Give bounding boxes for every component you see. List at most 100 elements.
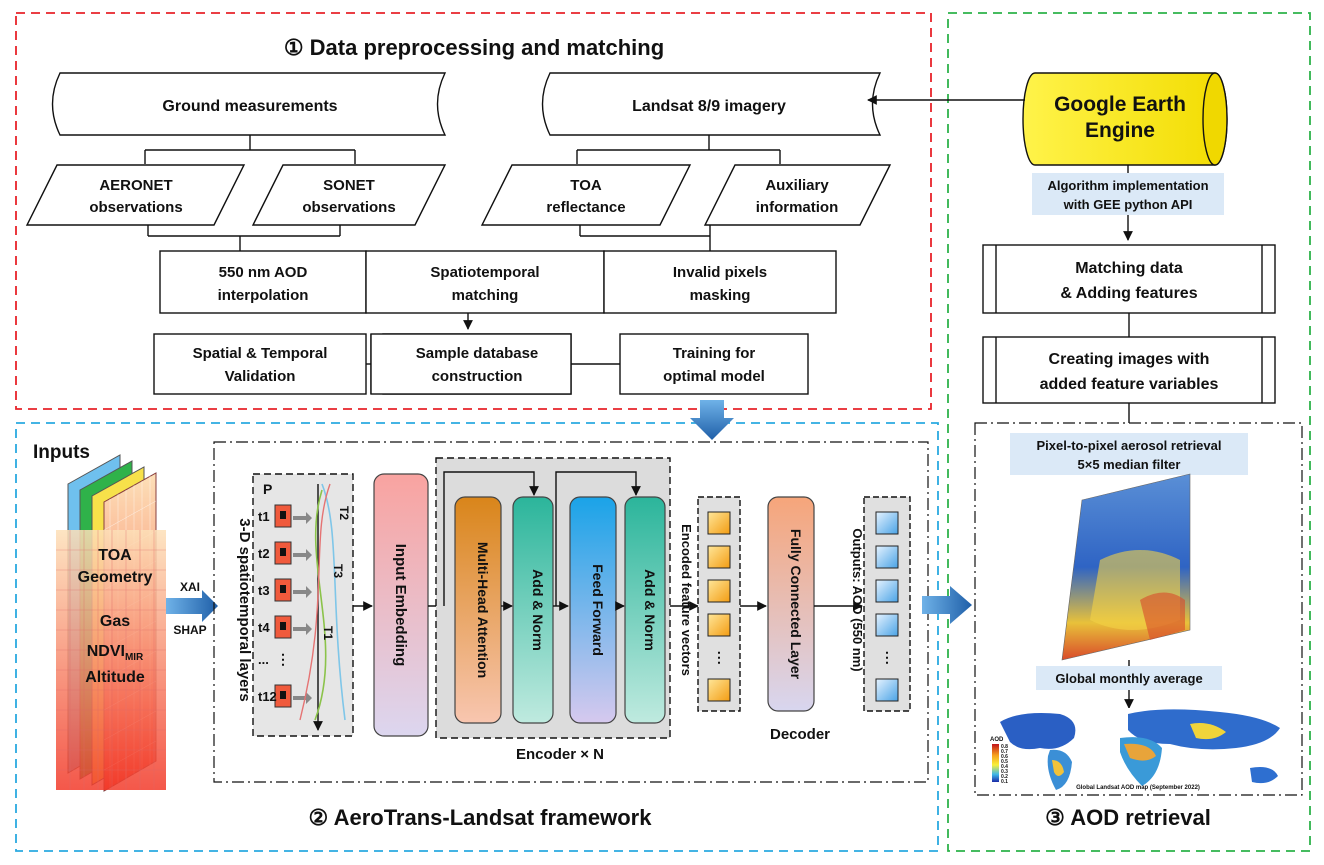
output-squares: ⋮ (875, 511, 899, 702)
spatiotemporal-matching-box (365, 250, 605, 314)
encoded-vectors-label: Encoded feature vectors (679, 524, 694, 676)
layer-label-ndvi: NDVIMIR (87, 643, 144, 663)
interp-line1: 550 nm AOD (219, 264, 308, 281)
ground-measurements-label: Ground measurements (162, 98, 337, 115)
time-label-ellipsis: ... (258, 652, 269, 667)
multi-head-attention-block (454, 496, 502, 724)
time-label-t3: t3 (258, 583, 270, 598)
stmatch-line1: Spatiotemporal (430, 264, 539, 281)
input-embedding-label: Input Embedding (392, 544, 409, 666)
front-layer-grid (56, 530, 166, 790)
map-legend-title: AOD (990, 737, 1004, 743)
interp-line2: interpolation (218, 287, 309, 304)
matching-data-box (982, 244, 1276, 314)
validation-line1: Spatial & Temporal (193, 345, 328, 362)
ground-measurements-storage (51, 72, 447, 136)
toa-line2: reflectance (546, 199, 625, 216)
map-caption: Global Landsat AOD map (September 2022) (1076, 785, 1200, 791)
invalid-line2: masking (690, 287, 751, 304)
add-norm-block-2 (624, 496, 666, 724)
svg-text:0.5: 0.5 (1001, 759, 1008, 765)
outputs-label: Outputs: AOD (550 nm) (850, 528, 865, 671)
shap-label: SHAP (173, 623, 206, 637)
stmatch-line2: matching (452, 287, 519, 304)
svg-text:0.4: 0.4 (1001, 764, 1008, 770)
section1-frame (15, 12, 932, 410)
layer-label-gas: Gas (100, 613, 130, 630)
training-line2: optimal model (663, 368, 765, 385)
svg-text:0.2: 0.2 (1001, 774, 1008, 780)
algo-label-bg (1032, 173, 1224, 215)
fc-label: Fully Connected Layer (788, 529, 804, 680)
algo-line1: Algorithm implementation (1047, 178, 1208, 193)
st-layers-label: 3-D spatiotemporal layers (236, 518, 253, 701)
curve-label-t2: T2 (337, 506, 351, 520)
layer-label-geometry: Geometry (78, 569, 153, 586)
monthly-label-bg (1036, 666, 1222, 690)
pixel-line2: 5×5 median filter (1078, 457, 1181, 472)
invalid-line1: Invalid pixels (673, 264, 767, 281)
svg-text:0.1: 0.1 (1001, 779, 1008, 785)
aeronet-line1: AERONET (99, 177, 172, 194)
time-label-t4: t4 (258, 620, 270, 635)
aeronet-line2: observations (89, 199, 182, 216)
section3-title: ③ AOD retrieval (1045, 805, 1211, 830)
section2-title: ② AeroTrans-Landsat framework (309, 805, 653, 830)
time-labels: t1 t2 t3 t4 ... t12 (258, 509, 277, 704)
section-transition-arrow-down (690, 400, 734, 440)
validation-box (153, 333, 367, 395)
addnorm-label-2: Add & Norm (642, 569, 658, 651)
matching-line1: Matching data (1075, 260, 1183, 277)
sample-line1: Sample database (416, 345, 539, 362)
svg-text:⋮: ⋮ (880, 649, 894, 665)
feedforward-label: Feed Forward (590, 564, 606, 656)
map-legend-ticks: 0.8 0.7 0.6 0.5 0.4 0.3 0.2 0.1 (1001, 744, 1008, 785)
encoder-label: Encoder × N (516, 746, 604, 763)
google-earth-engine-node (1022, 72, 1228, 166)
sonet-line1: SONET (323, 177, 375, 194)
fully-connected-block (767, 496, 815, 712)
creating-line1: Creating images with (1049, 351, 1210, 368)
curve-label-t3: T3 (331, 564, 345, 578)
layer-label-toa: TOA (98, 547, 132, 564)
section-transition-arrow-right (922, 586, 972, 624)
time-arrows (293, 512, 312, 704)
p-label: P (263, 481, 272, 497)
monthly-label: Global monthly average (1055, 671, 1202, 686)
svg-text:0.3: 0.3 (1001, 769, 1008, 775)
global-aod-map (983, 708, 1295, 792)
auxiliary-line1: Auxiliary (765, 177, 829, 194)
scene-high-aod-patch (1140, 592, 1185, 640)
gee-line1: Google Earth (1054, 93, 1186, 116)
add-norm-block-1 (512, 496, 554, 724)
pixel-line1: Pixel-to-pixel aerosol retrieval (1037, 438, 1222, 453)
layer-label-altitude: Altitude (85, 669, 145, 686)
creating-images-box (982, 336, 1276, 404)
landsat-imagery-storage (541, 72, 882, 136)
sample-line2: construction (432, 368, 523, 385)
section3-frame (947, 12, 1311, 852)
toa-line1: TOA (570, 177, 602, 194)
curve-label-t1: T1 (321, 626, 335, 640)
section1-title: ① Data preprocessing and matching (284, 35, 664, 60)
pixel-label-bg (1010, 433, 1248, 475)
auxiliary-line2: information (756, 199, 839, 216)
front-layer (56, 530, 166, 790)
map-legend-bar (992, 744, 999, 782)
landsat-imagery-label: Landsat 8/9 imagery (632, 98, 786, 115)
time-label-t1: t1 (258, 509, 270, 524)
svg-text:⋮: ⋮ (712, 649, 726, 665)
training-box (619, 333, 809, 395)
decoder-label: Decoder (770, 726, 830, 743)
mha-label: Multi-Head Attention (475, 542, 491, 678)
input-embedding-block (373, 473, 429, 737)
time-step-cells: ⋮ (274, 504, 292, 708)
xai-arrow (166, 590, 218, 622)
invalid-pixels-box (603, 250, 837, 314)
sonet-observations-node (251, 164, 447, 226)
svg-text:⋮: ⋮ (276, 651, 290, 667)
retrieval-panel (974, 422, 1303, 796)
matching-line2: & Adding features (1060, 285, 1197, 302)
xai-label: XAI (180, 580, 200, 594)
